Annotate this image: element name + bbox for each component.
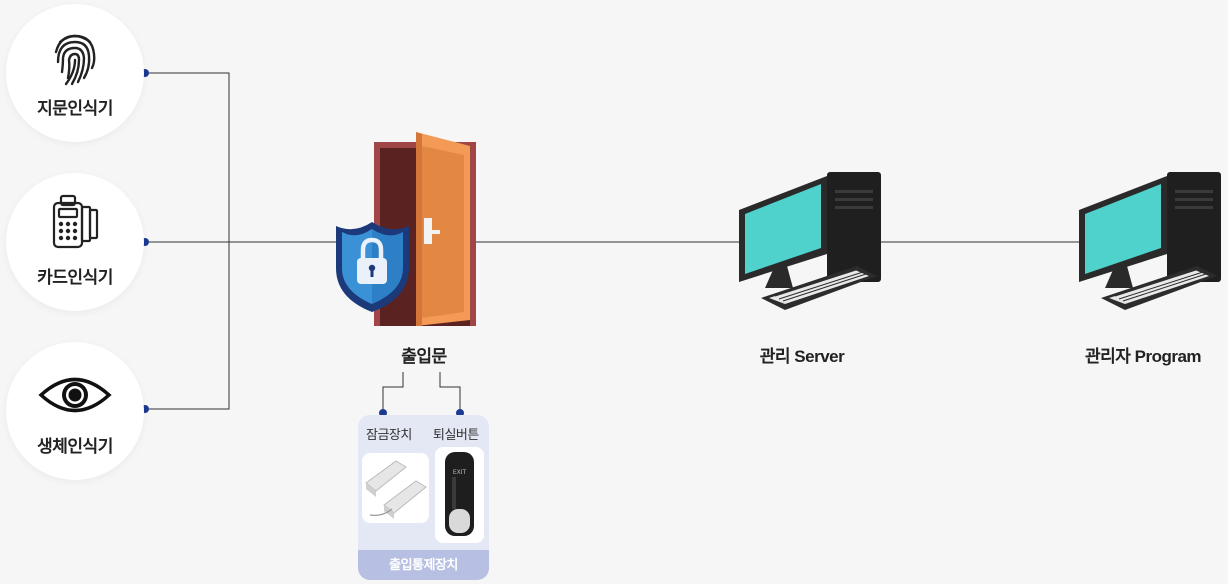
biometric-reader-node: 생체인식기 — [6, 342, 144, 480]
fingerprint-icon — [54, 34, 96, 86]
fingerprint-reader-label: 지문인식기 — [37, 99, 113, 118]
access-control-footer: 출입통제장치 — [358, 550, 489, 580]
server-label: 관리 Server — [759, 347, 845, 366]
card-reader-node: 카드인식기 — [6, 173, 144, 311]
lock-device-label: 잠금장치 — [366, 427, 412, 442]
input-bracket-line — [145, 72, 230, 410]
exit-button-label: 퇴실버튼 — [433, 427, 479, 442]
biometric-reader-label: 생체인식기 — [37, 437, 113, 456]
exit-button-card: EXIT — [435, 447, 484, 543]
fingerprint-reader-node: 지문인식기 — [6, 4, 144, 142]
door-with-shield-icon — [336, 132, 476, 326]
door-to-lock-line — [382, 372, 404, 413]
door-to-exit-line — [439, 372, 461, 413]
program-label: 관리자 Program — [1084, 347, 1202, 366]
exit-button-text: EXIT — [452, 469, 467, 476]
magnetic-lock-icon — [365, 460, 427, 519]
card-reader-icon — [52, 194, 99, 249]
lock-device-card — [362, 453, 429, 523]
program-computer-icon — [1079, 172, 1221, 310]
exit-button-device-icon — [445, 452, 474, 536]
access-control-panel: 잠금장치 퇴실버튼 EXIT 출입통제장치 — [358, 415, 489, 580]
eye-icon — [38, 377, 112, 413]
card-reader-label: 카드인식기 — [37, 268, 113, 287]
server-computer-icon — [739, 172, 881, 310]
door-label: 출입문 — [401, 347, 447, 366]
